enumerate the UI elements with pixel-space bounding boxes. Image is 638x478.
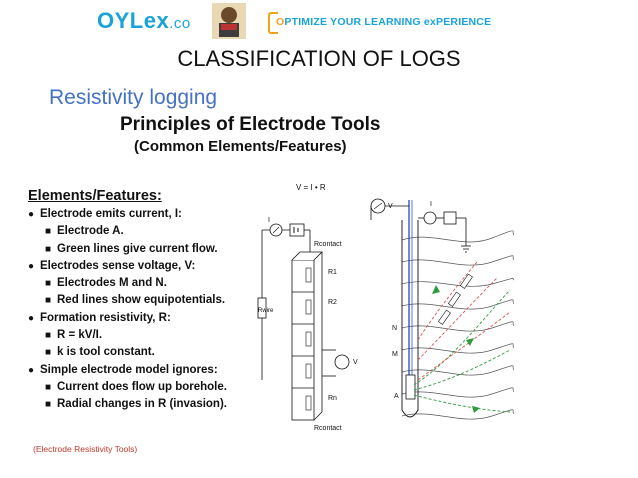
r1-label: R1 xyxy=(328,269,337,276)
brand-tagline: OPTIMIZE YOUR LEARNING exPERIENCE xyxy=(276,16,492,28)
tagline-bracket xyxy=(268,12,278,34)
rwire-label: Rwire xyxy=(258,308,274,314)
principles-heading: Principles of Electrode Tools (Common El… xyxy=(0,114,638,155)
feature-bullet: Electrodes sense voltage, V: xyxy=(28,258,268,275)
r2-label: R2 xyxy=(328,299,337,306)
brand-domain: .co xyxy=(169,15,191,32)
principles-subtitle: (Common Elements/Features) xyxy=(134,138,347,155)
feature-sub-bullet: Radial changes in R (invasion). xyxy=(28,396,268,413)
battery-icon xyxy=(289,223,305,237)
electrode-n-label: N xyxy=(392,325,397,332)
feature-sub-bullet: Current does flow up borehole. xyxy=(28,379,268,396)
features-heading: Elements/Features: xyxy=(28,188,162,204)
feature-sub-bullet: Green lines give current flow. xyxy=(28,241,268,258)
feature-bullet: Electrode emits current, I: xyxy=(28,206,268,223)
voltage-label-side: V xyxy=(353,359,358,366)
page-title: CLASSIFICATION OF LOGS xyxy=(177,46,461,71)
rcontact-top-label: Rcontact xyxy=(314,241,342,248)
feature-sub-bullet: R = kV/I. xyxy=(28,327,268,344)
voltage-label-top: V xyxy=(388,203,393,210)
rcontact-bottom-label: Rcontact xyxy=(314,425,342,432)
formula-label: V = I • R xyxy=(296,183,326,192)
feature-sub-bullet: k is tool constant. xyxy=(28,344,268,361)
side-voltmeter-icon xyxy=(334,354,350,370)
brand-logo: OYLex.co xyxy=(97,8,191,34)
feature-sub-bullet: Electrode A. xyxy=(28,223,268,240)
logging-sonde-icon xyxy=(405,374,416,400)
brand-mascot-icon xyxy=(212,3,246,39)
figure-caption: (Electrode Resistivity Tools) xyxy=(33,444,138,454)
right-ammeter-icon xyxy=(423,211,437,225)
right-battery-icon xyxy=(443,211,457,225)
current-arrows xyxy=(432,285,480,413)
feature-sub-bullet: Electrodes M and N. xyxy=(28,275,268,292)
principles-title: Principles of Electrode Tools xyxy=(120,114,381,135)
current-label-left: I xyxy=(268,217,270,224)
current-label-right: I xyxy=(430,201,432,208)
features-list: Elements/Features: Electrode emits curre… xyxy=(28,187,268,414)
feature-bullet: Simple electrode model ignores: xyxy=(28,362,268,379)
electrode-m-label: M xyxy=(392,351,398,358)
rn-label: Rn xyxy=(328,395,337,402)
rwire-resistor-icon xyxy=(257,297,267,319)
brand-name: OYLex xyxy=(97,8,170,33)
feature-sub-bullet: Red lines show equipotentials. xyxy=(28,292,268,309)
electrode-a-label: A xyxy=(394,393,399,400)
slide-subtitle: Resistivity logging xyxy=(49,86,218,109)
electrode-tool-diagram: V = I • R I Rcontact Rwire xyxy=(257,183,514,432)
feature-bullet: Formation resistivity, R: xyxy=(28,310,268,327)
